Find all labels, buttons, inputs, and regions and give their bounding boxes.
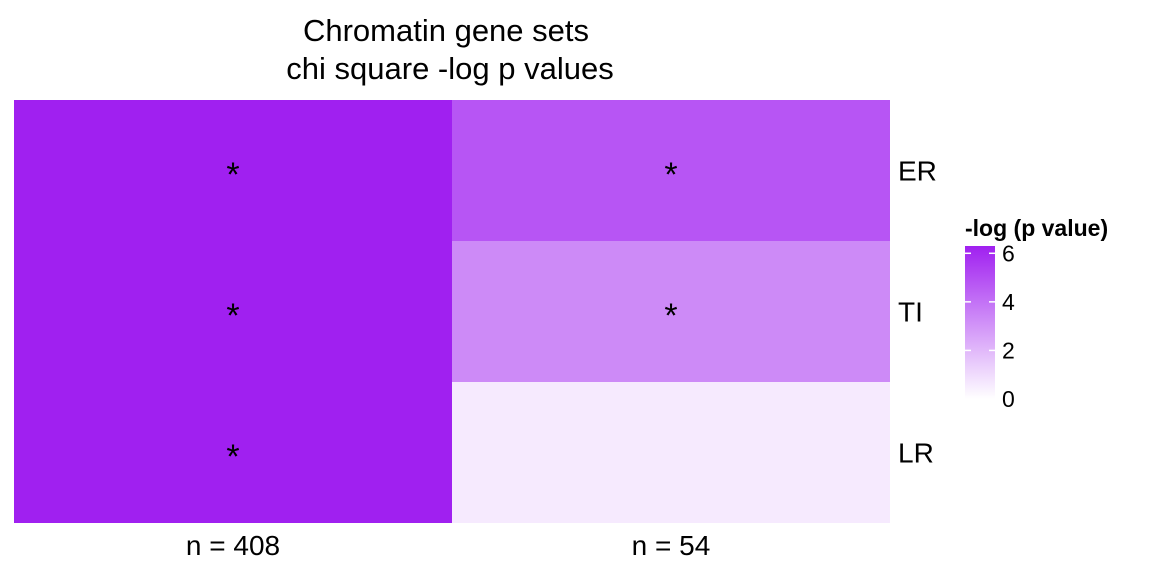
legend-ticks: 0 2 4 6 (965, 240, 1015, 412)
row-labels: ER TI LR (898, 156, 937, 469)
legend-tick-label-2: 2 (1002, 337, 1015, 363)
chart-title: Chromatin gene sets chi square -log p va… (286, 13, 613, 86)
legend-tick-label-6: 6 (1002, 240, 1015, 266)
heatmap-cell-er-col1 (14, 100, 452, 241)
column-label-2: n = 54 (632, 530, 711, 561)
heatmap-cell-lr-col1 (14, 382, 452, 523)
column-labels: n = 408 n = 54 (186, 530, 710, 561)
color-legend: -log (p value) 0 2 4 6 (965, 215, 1108, 412)
significance-mark-ti-col2: * (664, 297, 677, 335)
legend-tick-label-4: 4 (1002, 289, 1015, 315)
heatmap-cells (14, 100, 890, 523)
heatmap-cell-lr-col2 (452, 382, 890, 523)
significance-mark-lr-col1: * (226, 438, 239, 476)
row-label-er: ER (898, 156, 937, 187)
significance-marks: * * * * * (226, 156, 677, 476)
chart-title-line-1: Chromatin gene sets (303, 13, 589, 48)
legend-title: -log (p value) (965, 215, 1108, 241)
legend-colorbar (965, 246, 995, 399)
heatmap-cell-ti-col1 (14, 241, 452, 382)
heatmap-cell-ti-col2 (452, 241, 890, 382)
heatmap-cell-er-col2 (452, 100, 890, 241)
significance-mark-ti-col1: * (226, 297, 239, 335)
row-label-lr: LR (898, 438, 934, 469)
row-label-ti: TI (898, 297, 923, 328)
significance-mark-er-col2: * (664, 156, 677, 194)
legend-tick-label-0: 0 (1002, 386, 1015, 412)
chart-title-line-2: chi square -log p values (286, 51, 613, 86)
column-label-1: n = 408 (186, 530, 280, 561)
significance-mark-er-col1: * (226, 156, 239, 194)
